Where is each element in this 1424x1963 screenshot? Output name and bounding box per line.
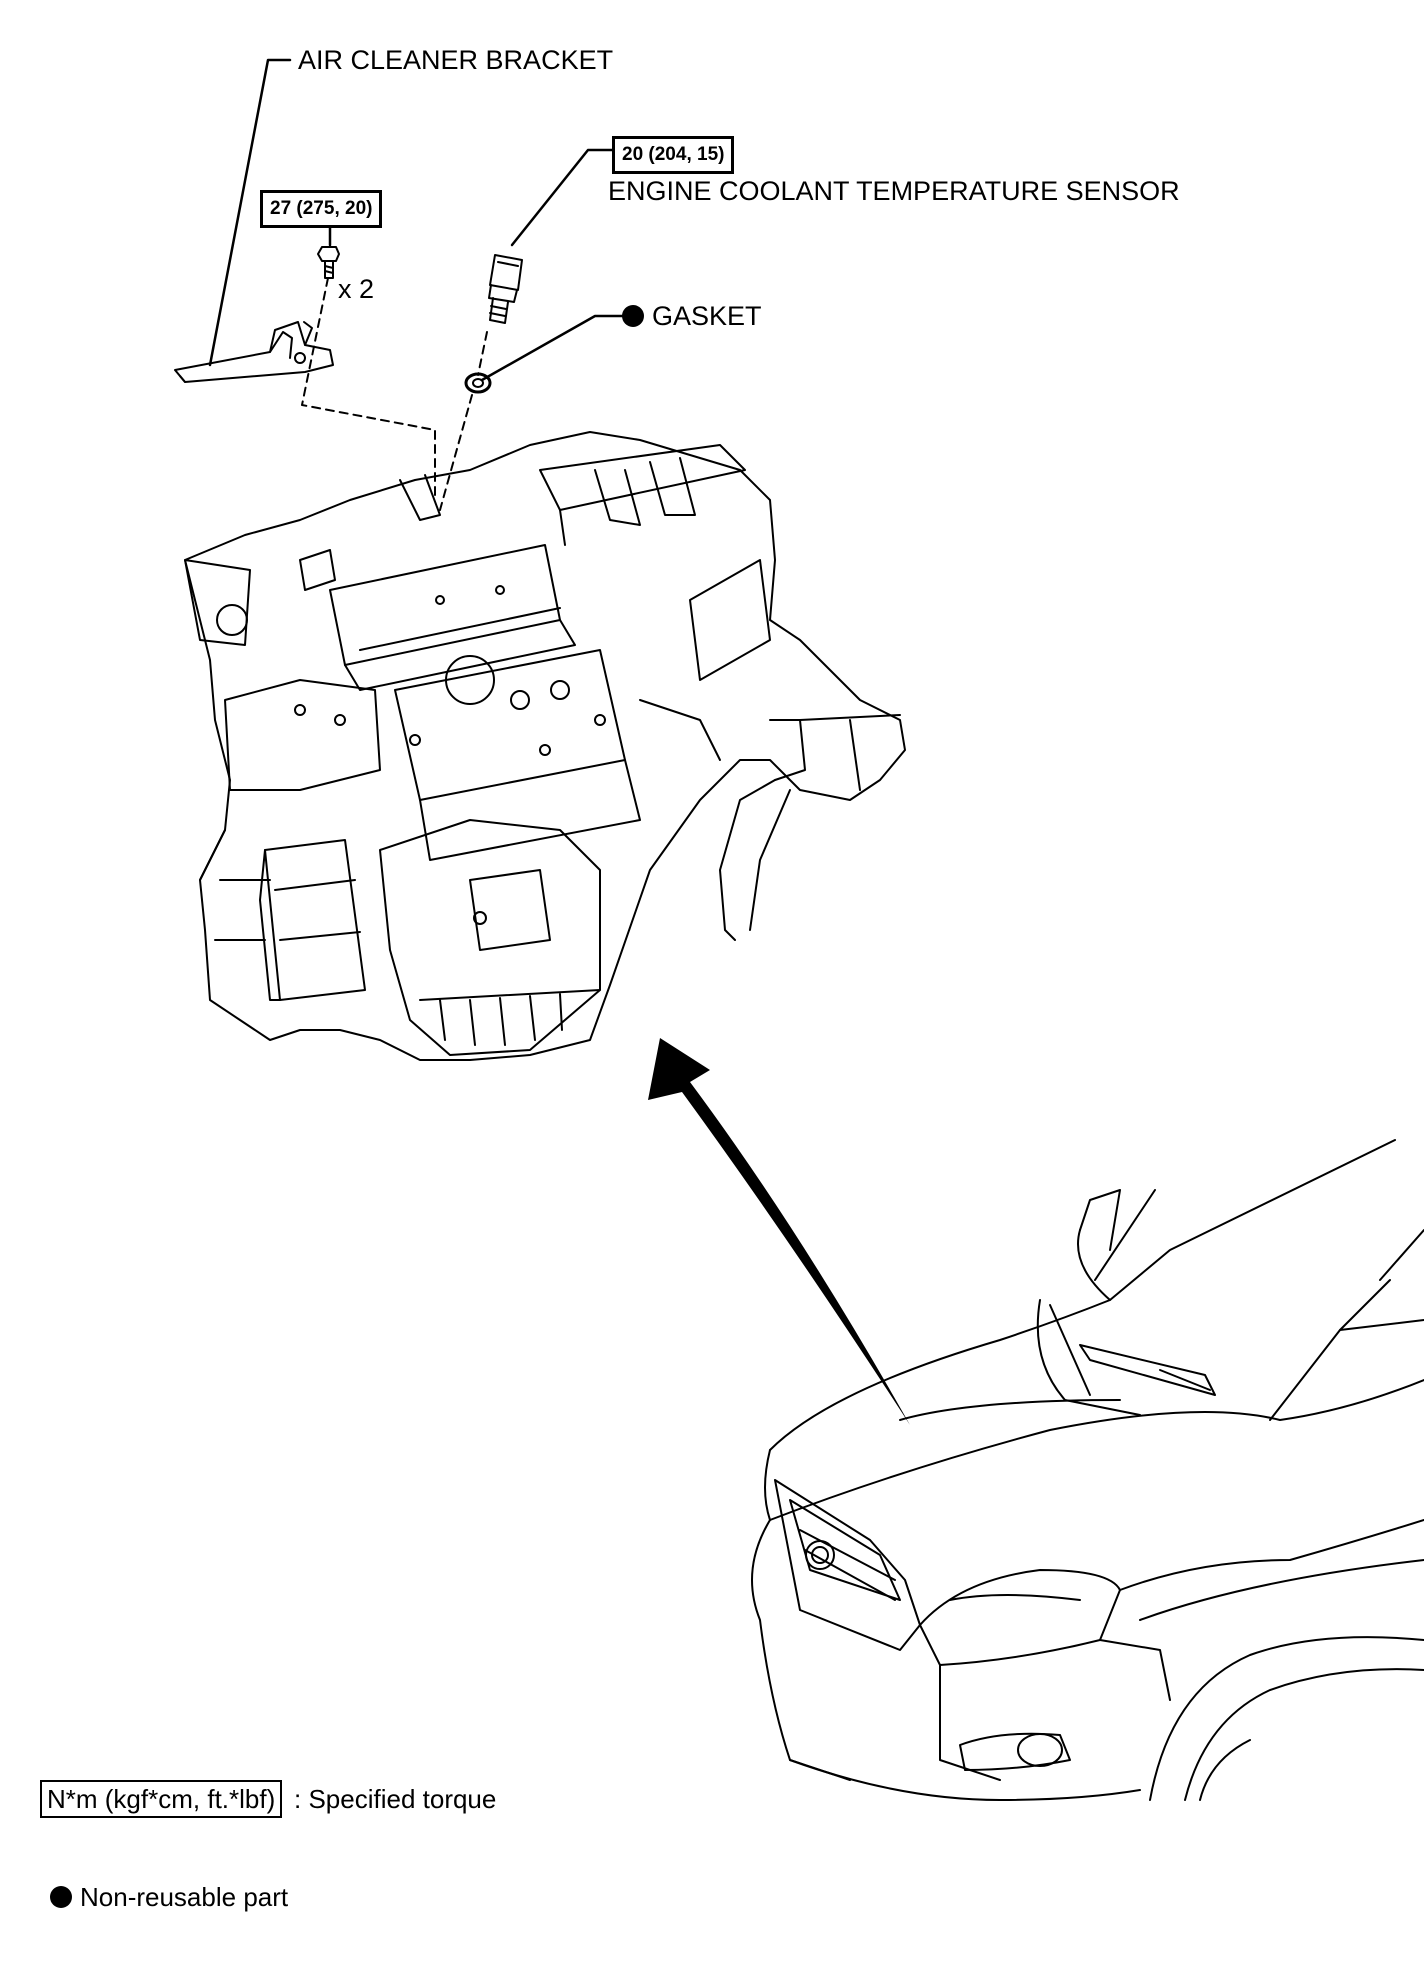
gasket-label: GASKET xyxy=(652,301,762,331)
torque-units-legend-box: N*m (kgf*cm, ft.*lbf) xyxy=(40,1780,283,1818)
vehicle-front-drawing xyxy=(751,1139,1424,1801)
dashed-guides xyxy=(301,277,488,511)
air-cleaner-bracket-drawing xyxy=(174,321,334,383)
specified-torque-caption: : Specified torque xyxy=(294,1784,497,1814)
gasket-callout: GASKET xyxy=(622,303,762,330)
non-reusable-legend: Non-reusable part xyxy=(50,1884,288,1910)
non-reusable-legend-icon xyxy=(50,1886,72,1908)
sensor-torque-spec: 20 (204, 15) xyxy=(612,136,735,174)
bolt-quantity-label: x 2 xyxy=(338,274,375,304)
bracket-bolt-torque-spec: 27 (275, 20) xyxy=(260,190,383,228)
engine-assembly-drawing xyxy=(184,431,906,1061)
location-arrow xyxy=(648,1038,910,1425)
engine-coolant-temperature-sensor-label: ENGINE COOLANT TEMPERATURE SENSOR xyxy=(608,176,1180,206)
bolt-drawing xyxy=(317,246,340,279)
non-reusable-caption: Non-reusable part xyxy=(80,1882,289,1912)
coolant-sensor-drawing xyxy=(488,254,523,324)
non-reusable-marker-icon xyxy=(622,305,644,327)
air-cleaner-bracket-label: AIR CLEANER BRACKET xyxy=(298,45,614,75)
gasket-drawing xyxy=(464,372,492,394)
